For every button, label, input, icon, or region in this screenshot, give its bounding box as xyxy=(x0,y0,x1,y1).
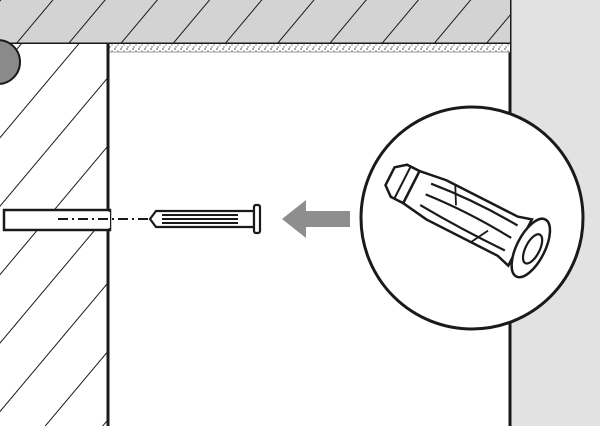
ceiling-slab xyxy=(0,0,510,46)
corner-marker-icon xyxy=(0,39,21,85)
drill-hole-icon xyxy=(2,208,112,232)
arrow-left-icon xyxy=(282,200,350,238)
wall-section xyxy=(0,44,110,426)
wall-plug-icon xyxy=(148,203,262,235)
magnified-wall-plug-icon xyxy=(359,105,585,331)
ceiling-texture-strip xyxy=(108,44,510,53)
